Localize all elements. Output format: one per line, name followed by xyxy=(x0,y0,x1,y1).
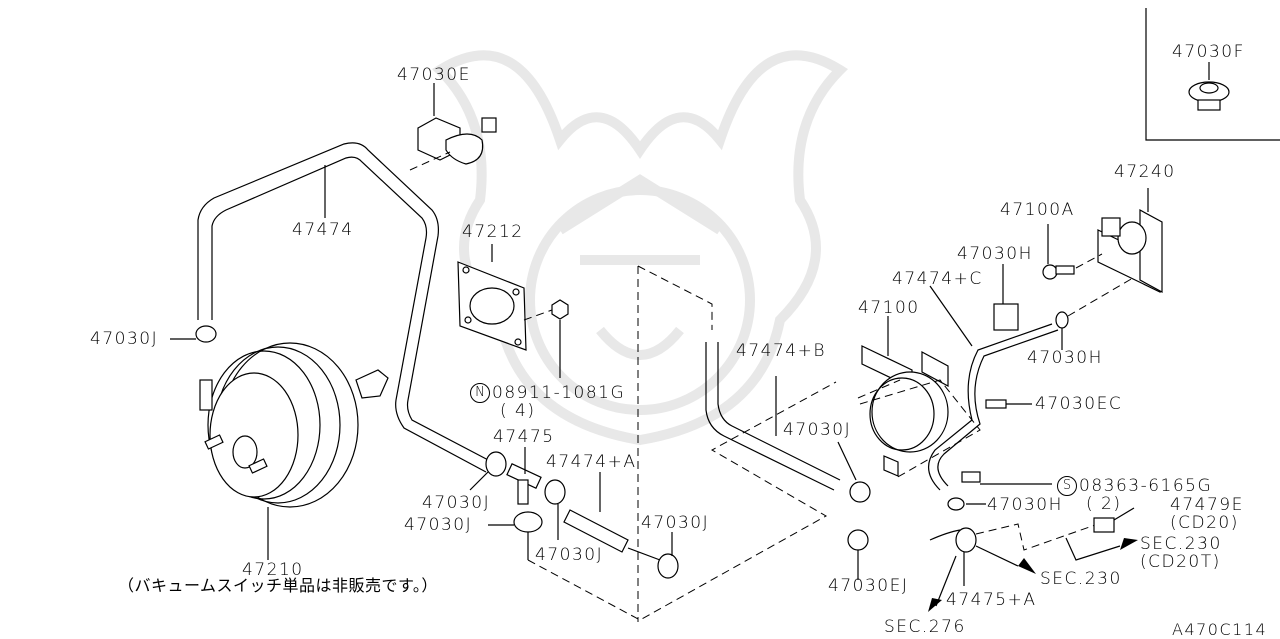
part-label-47474C[interactable]: 47474+C xyxy=(892,269,983,289)
section-ref-276[interactable]: SEC.276 xyxy=(884,617,966,637)
part-label-47030H-1[interactable]: 47030H xyxy=(957,244,1033,264)
brake-booster xyxy=(199,342,389,560)
part-label-47030H-3[interactable]: 47030H xyxy=(987,495,1063,515)
note-not-sold-separately: （バキュームスイッチ単品は非販売です。） xyxy=(118,576,438,595)
part-label-47030EC[interactable]: 47030EC xyxy=(1035,394,1123,414)
part-label-47474B[interactable]: 47474+B xyxy=(736,341,826,361)
solenoid-valve xyxy=(1097,188,1163,294)
inset-frame xyxy=(1145,8,1280,141)
section-ref-230-cd20t[interactable]: SEC.230 xyxy=(1140,534,1222,554)
qty-08363: ( 2) xyxy=(1086,494,1122,514)
part-label-47240[interactable]: 47240 xyxy=(1114,162,1176,182)
part-label-47474A[interactable]: 47474+A xyxy=(546,452,637,472)
diagram-code: A470C114 xyxy=(1172,620,1268,639)
part-number: 08363-6165G xyxy=(1079,476,1213,496)
section-ref-230-cd20t-sub: (CD20T) xyxy=(1140,552,1221,572)
part-label-47210[interactable]: 47210 xyxy=(242,560,304,580)
part-label-47030J-5[interactable]: 47030J xyxy=(783,420,852,440)
part-label-47475A[interactable]: 47475+A xyxy=(946,590,1037,610)
part-label-47030F[interactable]: 47030F xyxy=(1172,42,1245,62)
section-ref-230[interactable]: SEC.230 xyxy=(1040,569,1122,589)
part-label-47030H-2[interactable]: 47030H xyxy=(1027,348,1103,368)
part-label-47474[interactable]: 47474 xyxy=(292,220,354,240)
qty-08911: ( 4) xyxy=(500,401,536,421)
part-label-47030J-3[interactable]: 47030J xyxy=(535,545,604,565)
part-label-47030J-2[interactable]: 47030J xyxy=(404,515,473,535)
part-label-47100A[interactable]: 47100A xyxy=(1000,200,1075,220)
part-label-47475[interactable]: 47475 xyxy=(493,427,555,447)
part-label-47030E[interactable]: 47030E xyxy=(397,65,471,85)
part-label-47479E[interactable]: 47479E xyxy=(1170,495,1244,515)
screw-symbol-icon: S xyxy=(1057,476,1077,496)
part-label-47030J-1[interactable]: 47030J xyxy=(422,493,491,513)
part-number: 08911-1081G xyxy=(492,383,626,403)
part-label-47030EJ[interactable]: 47030EJ xyxy=(828,576,909,596)
part-label-47100[interactable]: 47100 xyxy=(858,298,920,318)
sub-47479E: (CD20) xyxy=(1170,513,1239,533)
vacuum-valve xyxy=(857,316,949,477)
part-label-47030J-booster[interactable]: 47030J xyxy=(90,329,159,349)
part-label-47212[interactable]: 47212 xyxy=(462,222,524,242)
nut-symbol-icon: N xyxy=(470,383,490,403)
part-label-47030J-4[interactable]: 47030J xyxy=(641,513,710,533)
